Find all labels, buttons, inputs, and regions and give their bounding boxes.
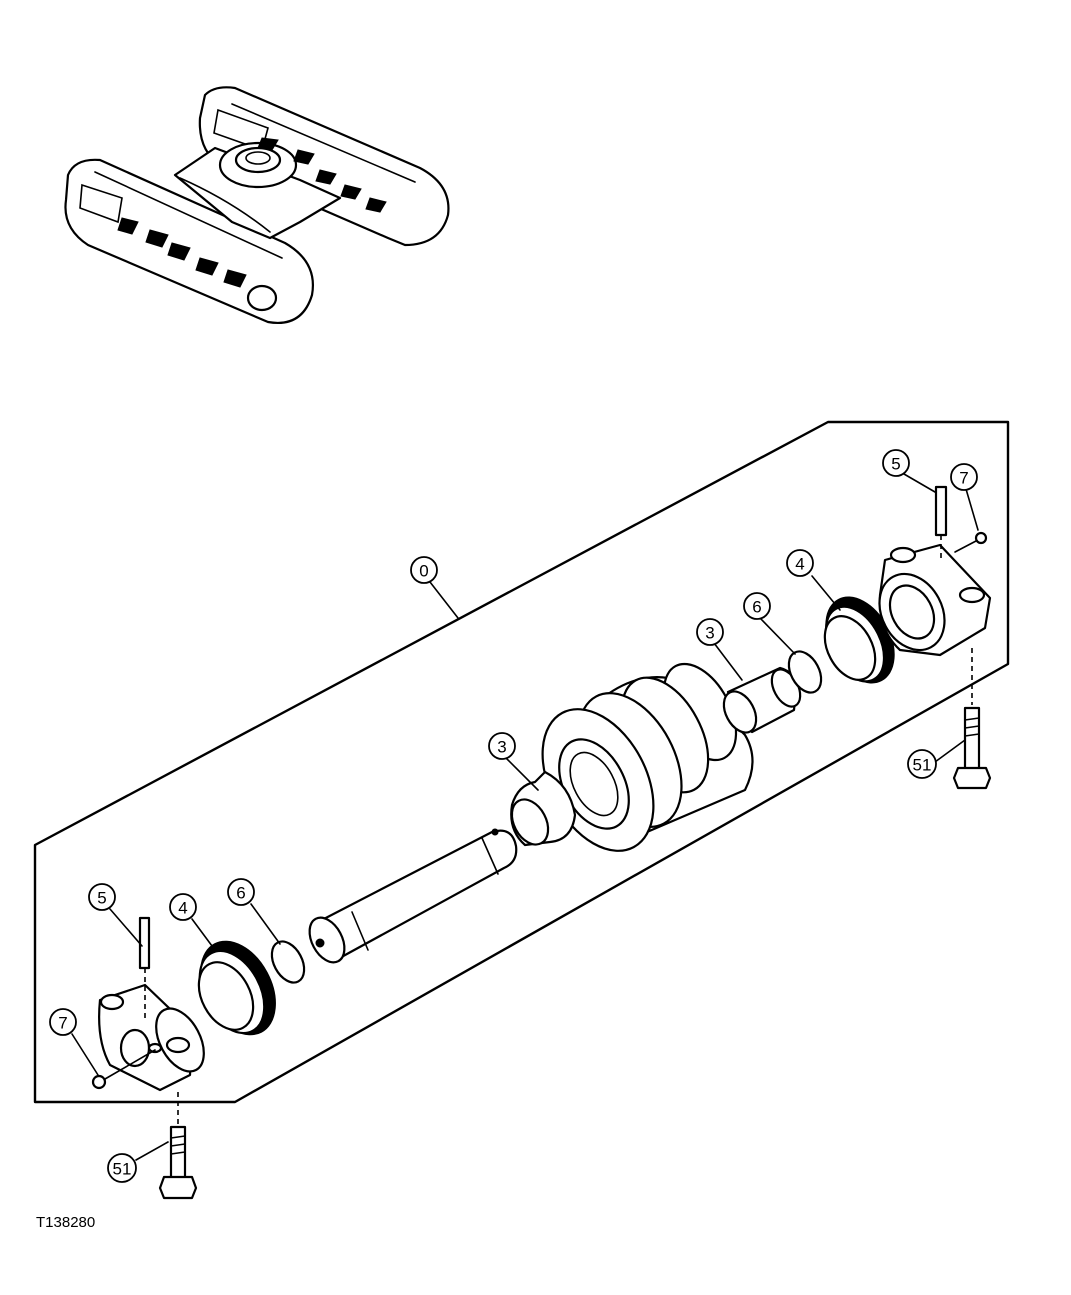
svg-text:7: 7	[959, 469, 968, 488]
bolt-left	[158, 1092, 198, 1200]
callout-leaders	[71, 473, 979, 1161]
svg-text:4: 4	[795, 555, 804, 574]
undercarriage-locator-illustration	[64, 86, 450, 324]
svg-text:4: 4	[178, 899, 187, 918]
svg-text:5: 5	[891, 455, 900, 474]
svg-text:7: 7	[58, 1014, 67, 1033]
svg-text:6: 6	[236, 884, 245, 903]
assembly-boundary	[33, 420, 1010, 1104]
callout-3-left: 3	[488, 732, 516, 760]
callout-5-right: 5	[882, 449, 910, 477]
svg-text:51: 51	[913, 756, 932, 775]
callout-7-right: 7	[950, 463, 978, 491]
seal-left	[197, 940, 276, 1036]
plug-left	[91, 1049, 156, 1090]
svg-text:5: 5	[97, 889, 106, 908]
bracket-right	[878, 543, 992, 657]
callout-7-left: 7	[49, 1008, 77, 1036]
pin-left	[138, 916, 151, 1020]
roller-body	[541, 662, 754, 852]
callout-3-right: 3	[696, 618, 724, 646]
o-ring-left	[270, 940, 306, 984]
callout-6-right: 6	[743, 592, 771, 620]
callout-6-left: 6	[227, 878, 255, 906]
roller-shaft	[308, 828, 518, 964]
pin-right	[934, 485, 948, 560]
bolt-right	[952, 648, 992, 790]
plug-right	[954, 531, 988, 553]
svg-text:6: 6	[752, 598, 761, 617]
callout-0: 0	[410, 556, 438, 584]
svg-text:51: 51	[113, 1160, 132, 1179]
callout-51-left: 51	[107, 1153, 137, 1183]
svg-text:3: 3	[705, 624, 714, 643]
bushing-left	[510, 770, 577, 847]
bracket-left	[98, 983, 205, 1092]
callout-4-right: 4	[786, 549, 814, 577]
callout-51-right: 51	[907, 749, 937, 779]
callout-4-left: 4	[169, 893, 197, 921]
svg-text:0: 0	[419, 562, 428, 581]
svg-text:3: 3	[497, 738, 506, 757]
callout-5-left: 5	[88, 883, 116, 911]
seal-right	[823, 596, 895, 684]
figure-id-label: T138280	[36, 1214, 96, 1231]
